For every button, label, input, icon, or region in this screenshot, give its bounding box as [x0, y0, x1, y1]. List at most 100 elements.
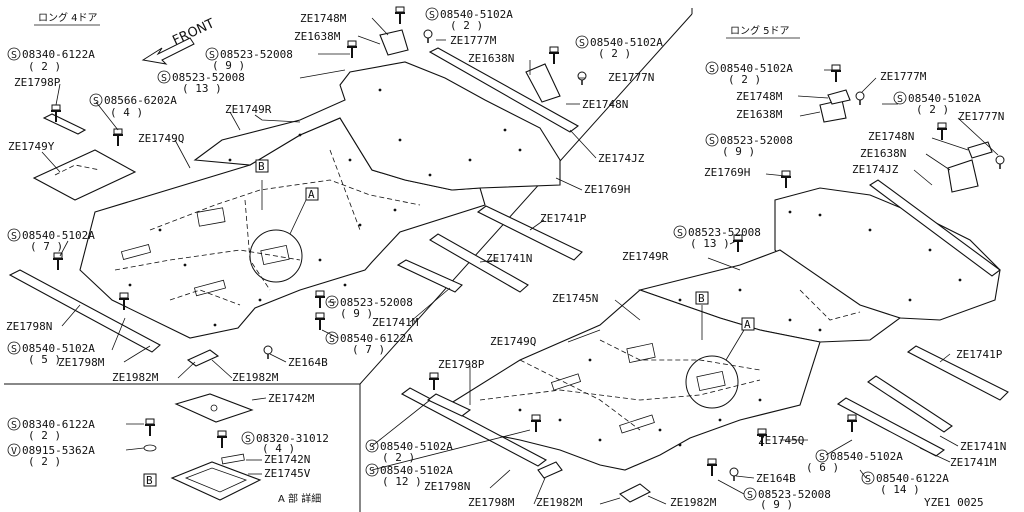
callout-b-label: B — [698, 292, 705, 305]
part-code: ZE1745Q — [758, 434, 804, 447]
bracket-ze1982m — [186, 349, 220, 367]
bolt-icon — [346, 40, 358, 59]
bolt-icon — [144, 418, 156, 437]
part-code: ZE1741M — [950, 456, 997, 469]
part-code: ZE1741M — [372, 316, 419, 329]
svg-text:S: S — [329, 334, 335, 345]
part-qty: ( 14 ) — [880, 483, 920, 496]
part-code: ZE1638N — [468, 52, 514, 65]
part-code: ZE1982M — [232, 371, 279, 384]
clip-icon — [423, 29, 433, 44]
part-qty: ( 12 ) — [382, 475, 422, 488]
svg-text:S: S — [245, 434, 251, 445]
part-code: ZE174JZ — [852, 163, 899, 176]
callout-a-box — [741, 317, 755, 331]
bolt-icon — [52, 252, 64, 271]
svg-text:S: S — [369, 466, 375, 477]
part-code: 08540-5102A — [590, 36, 663, 49]
part-code: ZE1982M — [670, 496, 717, 509]
rail-ze1741n-r — [867, 375, 953, 433]
svg-text:S: S — [209, 50, 215, 61]
part-code: ZE1798N — [6, 320, 52, 333]
svg-text:S: S — [677, 228, 683, 239]
washer-icon — [143, 444, 157, 452]
part-code: ZE1748N — [868, 130, 914, 143]
part-code: ZE1749R — [225, 103, 272, 116]
callout-b-label: B — [146, 474, 153, 487]
bracket-ze1982m-r — [537, 461, 563, 479]
part-qty: ( 2 ) — [728, 73, 761, 86]
part-qty: ( 2 ) — [450, 19, 483, 32]
part-code: ZE1742N — [264, 453, 310, 466]
bolt-icon — [780, 170, 792, 189]
part-code: ZE1742M — [268, 392, 315, 405]
part-code: 08523-52008 — [172, 71, 245, 84]
bolt-icon — [428, 372, 440, 391]
bolt-icon — [216, 430, 228, 449]
part-code: 08523-52008 — [220, 48, 293, 61]
rail-ze1741m — [396, 259, 463, 293]
bracket-ze1638m — [379, 29, 409, 56]
part-qty: ( 13 ) — [182, 82, 222, 95]
part-code: ZE1769H — [584, 183, 630, 196]
part-code: ZE1638N — [860, 147, 906, 160]
part-code: 08540-5102A — [720, 62, 793, 75]
rail-ze1741n — [429, 233, 529, 293]
part-code: ZE1798N — [424, 480, 470, 493]
part-code: ZE1748N — [582, 98, 628, 111]
part-code: 08340-6122A — [22, 418, 95, 431]
svg-text:S: S — [865, 474, 871, 485]
callout-a-label: A — [308, 188, 315, 201]
bolt-icon — [830, 64, 842, 83]
plate-ze1742m — [174, 393, 254, 423]
rail-ze1798n-r — [400, 387, 548, 467]
part-code: ZE164B — [756, 472, 796, 485]
bolt-icon — [112, 128, 124, 147]
svg-text:S: S — [11, 231, 17, 242]
part-code: ZE1741N — [486, 252, 532, 265]
part-code: ZE1749Q — [138, 132, 184, 145]
part-code: 08523-52008 — [758, 488, 831, 501]
part-code: ZE1749R — [622, 250, 669, 263]
part-code: 08540-5102A — [22, 229, 95, 242]
leader-lines-right — [371, 69, 999, 505]
section-divider — [359, 13, 693, 385]
svg-text:S: S — [709, 136, 715, 147]
section-title-long-5door: ロング 5ドア — [730, 24, 790, 37]
part-qty: ( 2 ) — [28, 455, 61, 468]
svg-text:S: S — [329, 298, 335, 309]
bracket-ze1748m-r — [827, 89, 851, 105]
part-qty: ( 9 ) — [760, 498, 793, 511]
part-code: ZE1798P — [438, 358, 485, 371]
part-code: ZE1798M — [468, 496, 515, 509]
part-code: ZE1798P — [14, 76, 61, 89]
svg-text:S: S — [579, 38, 585, 49]
part-code: ZE1769H — [704, 166, 750, 179]
part-qty: ( 2 ) — [598, 47, 631, 60]
part-code: ZE1741P — [956, 348, 1003, 361]
leader-lines-left — [41, 17, 597, 379]
floor-panel-ze1749r — [193, 61, 561, 191]
part-code: 08540-5102A — [908, 92, 981, 105]
bolt-icon — [314, 290, 326, 309]
bracket-ze1748n-r — [967, 141, 993, 159]
callout-a-circle — [685, 355, 739, 409]
right-assembly: A B — [400, 64, 1009, 503]
part-code: 08320-31012 — [256, 432, 329, 445]
rail-ze174jz — [428, 47, 580, 133]
bolt-icon — [706, 458, 718, 477]
part-qty: ( 2 ) — [28, 60, 61, 73]
part-code: ZE1777N — [958, 110, 1004, 123]
clip-icon — [855, 91, 865, 106]
callout-b-box — [255, 159, 269, 173]
part-code: ZE1798M — [58, 356, 105, 369]
part-code: 08540-6122A — [340, 332, 413, 345]
labels-right: S 08540-5102A ( 2 ) ZE1777M ZE1748M S 08… — [365, 61, 1006, 511]
labels-left: S 08340-6122A ( 2 ) ZE1798P S 08566-6202… — [6, 7, 663, 384]
frame-ze1745v — [170, 461, 262, 501]
part-code: 08915-5362A — [22, 444, 95, 457]
part-qty: ( 9 ) — [340, 307, 373, 320]
bracket-ze1638n-r — [947, 159, 979, 193]
detail-a: S 08340-6122A ( 2 ) V 08915-5362A ( 2 ) … — [7, 392, 329, 501]
